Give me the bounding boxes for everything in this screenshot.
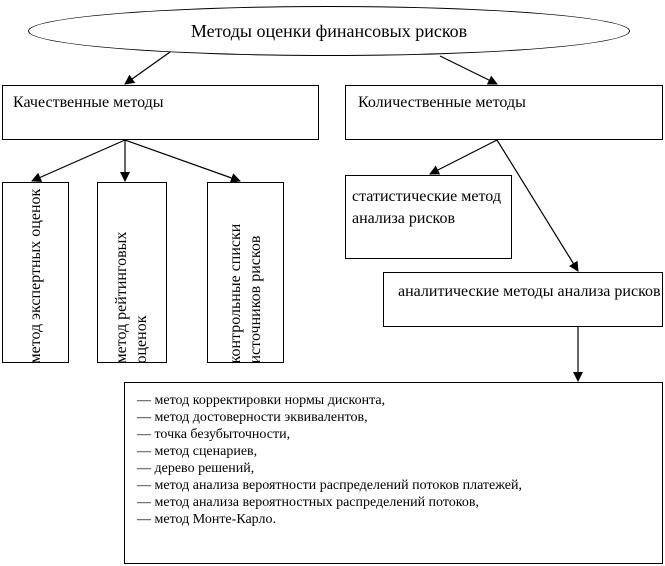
list-item: — точка безубыточности, — [137, 427, 291, 442]
analytical-methods-box: аналитические методы анализа рисков — [383, 272, 663, 327]
statistical-method-box: статистические метод анализа рисков — [345, 175, 512, 259]
checklists-box: контрольные списки источников рисков — [207, 182, 284, 363]
list-item: — метод достоверности эквивалентов, — [137, 410, 368, 425]
list-item: — дерево решений, — [137, 461, 255, 476]
list-item: — метод Монте-Карло. — [137, 512, 276, 527]
quantitative-methods-box: Количественные методы — [345, 85, 663, 140]
arrow-root-to-quantitative — [439, 55, 498, 85]
list-item: — метод сценариев, — [137, 444, 258, 459]
arrow-quant-to-statistical — [429, 139, 498, 175]
list-item: — метод корректировки нормы дисконта, — [137, 393, 386, 408]
rating-method-box: метод рейтинговых оценок — [97, 182, 167, 363]
statistical-method-label: статистические метод анализа рисков — [352, 188, 501, 227]
checklists-label: контрольные списки источников рисков — [226, 223, 264, 363]
arrow-qual-to-expert — [31, 139, 126, 182]
expert-method-label: метод экспертных оценок — [26, 188, 44, 363]
list-item: — метод анализа вероятности распределени… — [137, 478, 522, 493]
analytical-methods-label: аналитические методы анализа рисков — [398, 283, 661, 300]
quantitative-methods-label: Количественные методы — [358, 94, 526, 111]
root-node: Методы оценки финансовых рисков — [28, 6, 630, 56]
root-label: Методы оценки финансовых рисков — [190, 20, 468, 41]
qualitative-methods-label: Качественные методы — [13, 94, 164, 111]
rating-method-label: метод рейтинговых оценок — [113, 231, 150, 363]
list-item: — метод анализа вероятностных распределе… — [137, 495, 480, 510]
expert-method-box: метод экспертных оценок — [2, 182, 69, 363]
arrow-quant-to-analytical — [496, 139, 579, 272]
arrow-root-to-qualitative — [124, 51, 171, 85]
arrow-qual-to-checklists — [124, 139, 241, 183]
qualitative-methods-box: Качественные методы — [2, 85, 319, 140]
analytical-methods-list: — метод корректировки нормы дисконта, — … — [124, 382, 663, 564]
